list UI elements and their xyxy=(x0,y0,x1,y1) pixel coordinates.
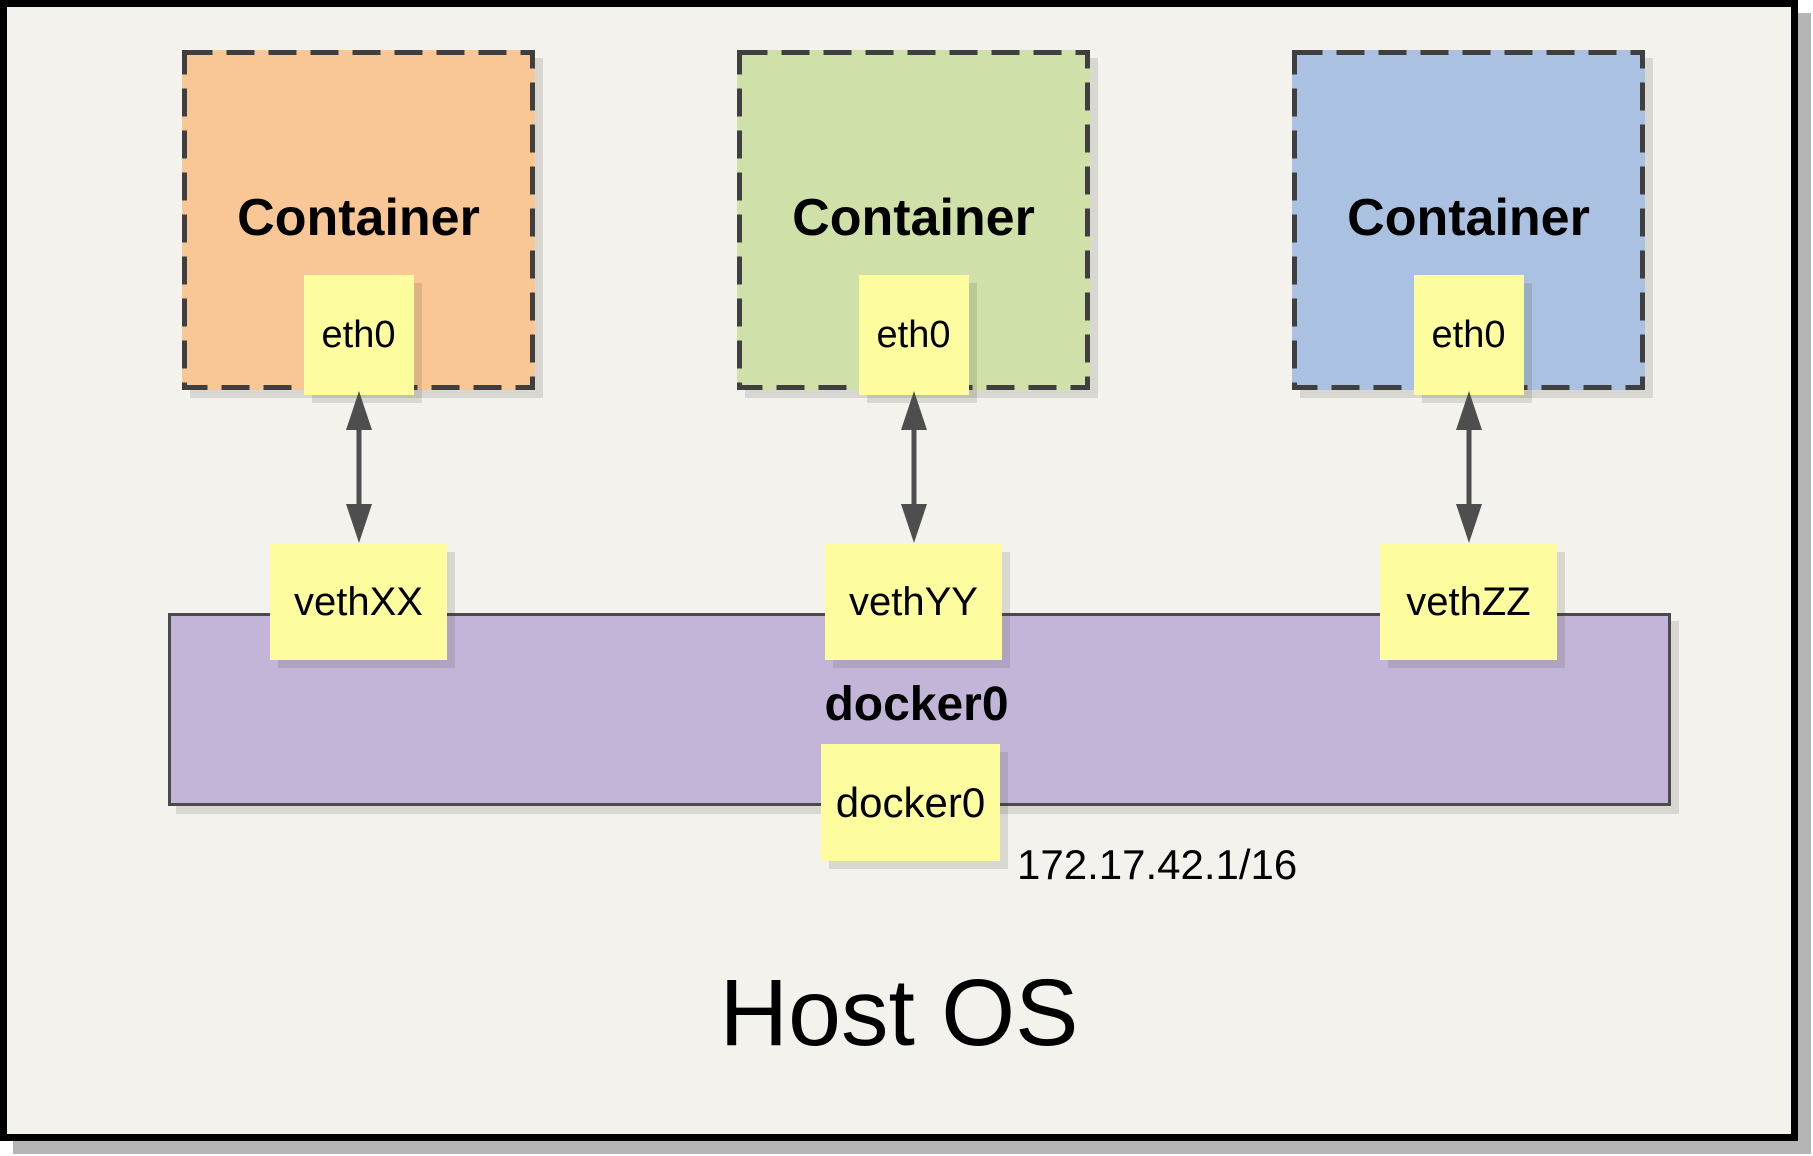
bidirectional-arrow-2 xyxy=(901,391,927,543)
container-box-1: Container eth0 xyxy=(182,50,535,395)
bidirectional-arrow-3 xyxy=(1456,391,1482,543)
diagram-frame: Container eth0 Container eth0 Container … xyxy=(0,0,1798,1141)
container-label: Container xyxy=(792,189,1035,247)
docker0-interface-label: docker0 xyxy=(835,778,986,826)
veth-label: vethYY xyxy=(849,579,978,624)
veth-label: vethZZ xyxy=(1406,579,1531,624)
eth0-interface-box: eth0 xyxy=(1413,275,1524,395)
veth-interface-box-2: vethYY xyxy=(825,544,1002,660)
container-box-2: Container eth0 xyxy=(737,50,1090,395)
bidirectional-arrow-1 xyxy=(346,391,372,543)
eth0-label: eth0 xyxy=(876,313,951,356)
veth-label: vethXX xyxy=(294,579,423,624)
container-label: Container xyxy=(1347,189,1590,247)
bridge-ip-label: 172.17.42.1/16 xyxy=(1017,841,1298,888)
eth0-interface-box: eth0 xyxy=(303,275,414,395)
host-os-label: Host OS xyxy=(719,960,1079,1066)
docker0-interface-box: docker0 xyxy=(821,744,1000,861)
eth0-label: eth0 xyxy=(1431,313,1506,356)
docker0-bridge-label: docker0 xyxy=(824,678,1009,731)
eth0-interface-box: eth0 xyxy=(858,275,969,395)
veth-interface-box-1: vethXX xyxy=(270,544,447,660)
veth-interface-box-3: vethZZ xyxy=(1380,544,1557,660)
eth0-label: eth0 xyxy=(321,313,396,356)
container-label: Container xyxy=(237,189,480,247)
container-box-3: Container eth0 xyxy=(1292,50,1645,395)
